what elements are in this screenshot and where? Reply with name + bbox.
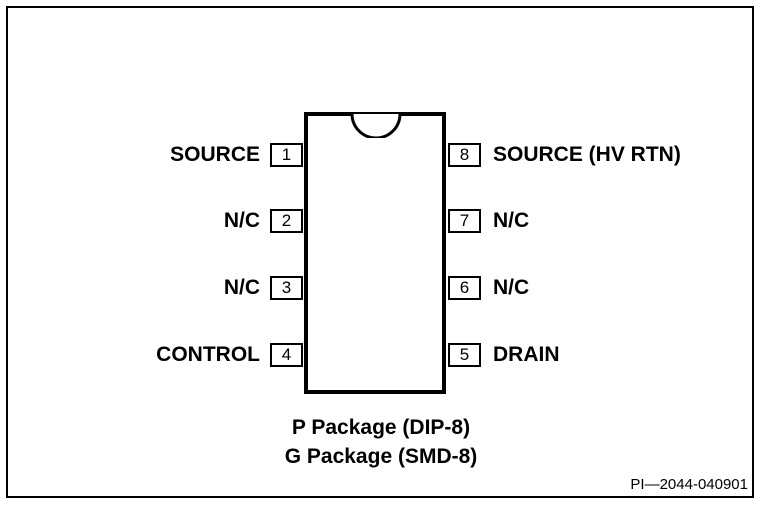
- pin-5-label: DRAIN: [493, 343, 560, 366]
- pin-8-box: 8: [448, 143, 481, 167]
- pin-5-box: 5: [448, 343, 481, 367]
- reference-code: PI—2044-040901: [630, 476, 748, 493]
- pin-4-box: 4: [270, 343, 303, 367]
- package-line-2: G Package (SMD-8): [284, 445, 478, 468]
- pin1-notch: [350, 113, 402, 138]
- pin-8-label: SOURCE (HV RTN): [493, 143, 681, 166]
- pin-6-box: 6: [448, 276, 481, 300]
- pin-2-box: 2: [270, 209, 303, 233]
- pin-2-label: N/C: [223, 209, 260, 232]
- package-line-1: P Package (DIP-8): [291, 416, 471, 439]
- ic-package-body: [304, 112, 446, 394]
- pin-3-box: 3: [270, 276, 303, 300]
- pin-1-box: 1: [270, 143, 303, 167]
- pin-7-label: N/C: [493, 209, 530, 232]
- pin-7-box: 7: [448, 209, 481, 233]
- pin-4-label: CONTROL: [156, 343, 260, 366]
- pin-6-label: N/C: [493, 276, 530, 299]
- pin-3-label: N/C: [223, 276, 260, 299]
- diagram-frame: [6, 6, 754, 498]
- pin-1-label: SOURCE: [170, 143, 260, 166]
